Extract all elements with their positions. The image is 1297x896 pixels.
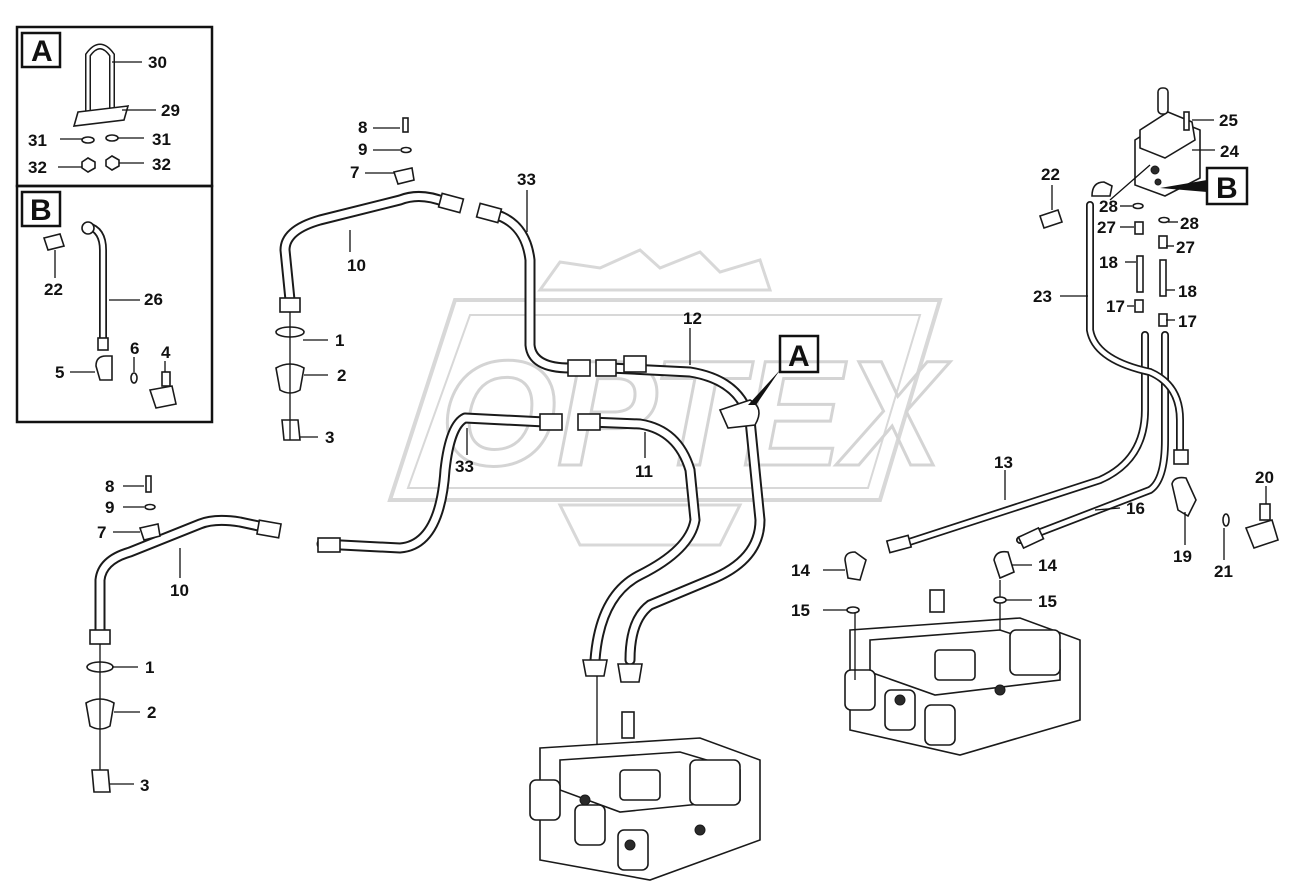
control-valve-right — [844, 580, 1081, 756]
label-16: 16 — [1126, 499, 1145, 518]
label-21: 21 — [1214, 562, 1233, 581]
callout-b: B — [1216, 172, 1238, 205]
bolt-icon — [145, 475, 152, 493]
label-1: 1 — [145, 658, 154, 677]
hoses-13-16-23: 14 15 14 15 13 16 23 19 21 20 — [791, 201, 1279, 620]
label-17: 17 — [1178, 312, 1197, 331]
label-32: 32 — [28, 158, 47, 177]
label-30: 30 — [148, 53, 167, 72]
label-12: 12 — [683, 309, 702, 328]
label-6: 6 — [130, 339, 139, 358]
o-ring-icon — [846, 606, 860, 614]
label-19: 19 — [1173, 547, 1192, 566]
label-9: 9 — [105, 498, 114, 517]
label-31: 31 — [28, 131, 47, 150]
o-ring-icon — [1222, 513, 1230, 527]
label-14: 14 — [1038, 556, 1057, 575]
label-22: 22 — [1041, 165, 1060, 184]
cap-icon — [281, 419, 301, 441]
nut-icon — [105, 155, 120, 171]
washer-icon — [400, 146, 412, 154]
cap-icon — [91, 769, 111, 793]
label-7: 7 — [97, 523, 106, 542]
o-ring-icon — [993, 596, 1007, 604]
washer-icon — [144, 503, 156, 511]
label-15: 15 — [1038, 592, 1057, 611]
tee-fitting-icon — [148, 385, 177, 409]
label-3: 3 — [325, 428, 334, 447]
label-18: 18 — [1178, 282, 1197, 301]
washer-icon — [105, 134, 119, 142]
elbow-fitting-icon — [1171, 476, 1197, 518]
label-2: 2 — [147, 703, 156, 722]
bolt-icon — [42, 233, 66, 251]
label-13: 13 — [994, 453, 1013, 472]
label-18: 18 — [1099, 253, 1118, 272]
label-28: 28 — [1099, 197, 1118, 216]
label-29: 29 — [161, 101, 180, 120]
hoses-11-12: 12 11 A — [539, 309, 820, 683]
label-5: 5 — [55, 363, 64, 382]
label-31: 31 — [152, 130, 171, 149]
label-27: 27 — [1097, 218, 1116, 237]
label-33: 33 — [517, 170, 536, 189]
bracket-icon — [392, 167, 415, 185]
label-2: 2 — [337, 366, 346, 385]
label-27: 27 — [1176, 238, 1195, 257]
o-ring-icon — [1158, 216, 1170, 224]
label-7: 7 — [350, 163, 359, 182]
tee-fitting-icon — [1244, 518, 1279, 549]
label-25: 25 — [1219, 111, 1238, 130]
clamp-plate — [72, 105, 130, 127]
nut-icon — [81, 157, 96, 173]
label-15: 15 — [791, 601, 810, 620]
label-17: 17 — [1106, 297, 1125, 316]
inset-b: B 22 26 5 6 4 — [15, 184, 214, 424]
washer-icon — [81, 136, 95, 144]
label-11: 11 — [635, 462, 653, 481]
label-1: 1 — [335, 331, 344, 350]
inset-a: A 30 29 31 31 32 32 — [15, 25, 214, 188]
inset-b-letter: B — [30, 194, 52, 227]
watermark: ОРТЕХ — [387, 248, 952, 547]
label-3: 3 — [140, 776, 149, 795]
label-28: 28 — [1180, 214, 1199, 233]
pilot-valve-block: 25 24 22 28 28 27 27 18 18 17 17 B — [1038, 87, 1249, 331]
bolt-icon — [1038, 208, 1064, 230]
label-10: 10 — [170, 581, 189, 600]
bracket-icon — [138, 523, 161, 541]
elbow-fitting-icon — [95, 355, 113, 381]
elbow-fitting-icon — [993, 550, 1015, 580]
label-14: 14 — [791, 561, 810, 580]
inset-a-letter: A — [31, 35, 53, 68]
callout-a: A — [788, 340, 810, 373]
bolt-icon — [402, 117, 409, 133]
adapter-18 — [1159, 259, 1167, 297]
label-8: 8 — [358, 118, 367, 137]
label-4: 4 — [161, 343, 171, 362]
control-valve-left — [529, 676, 761, 881]
lever-icon — [1157, 87, 1169, 115]
label-10: 10 — [347, 256, 366, 275]
o-ring-icon — [1132, 202, 1144, 210]
label-26: 26 — [144, 290, 163, 309]
label-24: 24 — [1220, 142, 1239, 161]
label-32: 32 — [152, 155, 171, 174]
adapter-18 — [1136, 255, 1144, 293]
label-33: 33 — [455, 457, 474, 476]
hose-10-upper: 1 2 3 10 33 8 9 7 — [275, 117, 576, 447]
o-ring-icon — [130, 372, 138, 384]
label-23: 23 — [1033, 287, 1052, 306]
label-20: 20 — [1255, 468, 1274, 487]
label-9: 9 — [358, 140, 367, 159]
bolt-icon — [1183, 111, 1190, 131]
elbow-fitting-icon — [844, 551, 867, 581]
clamp-icon — [718, 399, 760, 429]
label-8: 8 — [105, 477, 114, 496]
label-22: 22 — [44, 280, 63, 299]
hose-10-lower: 1 2 3 10 33 8 9 7 — [85, 412, 551, 795]
